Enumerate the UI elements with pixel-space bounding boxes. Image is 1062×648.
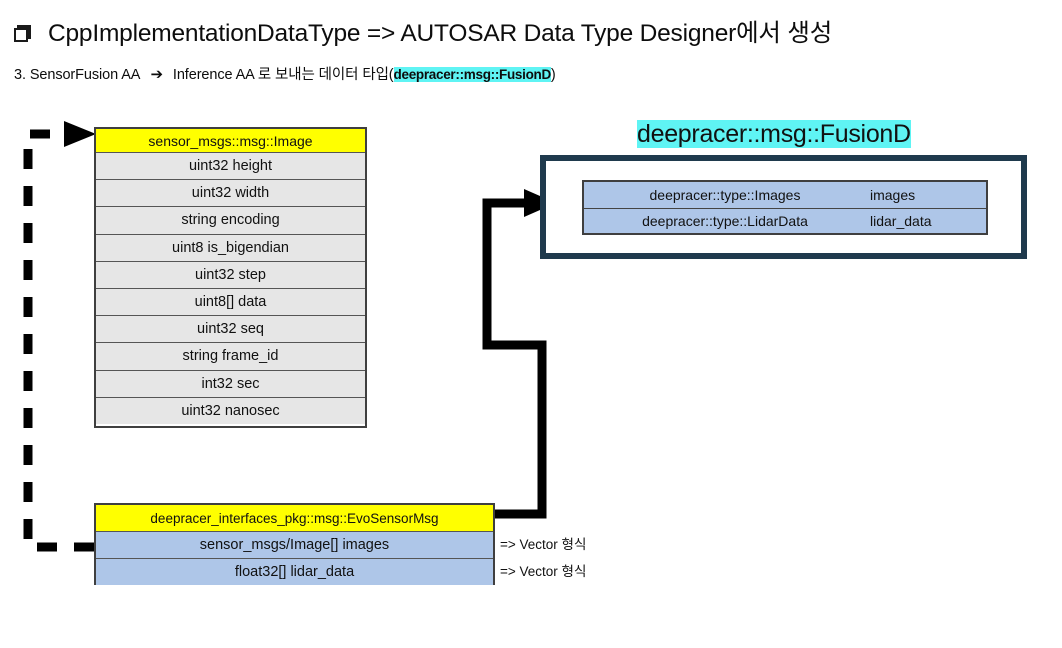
fusiond-row: deepracer::type::LidarData lidar_data bbox=[584, 207, 986, 233]
fusiond-row-type: deepracer::type::Images bbox=[649, 186, 801, 203]
image-field-row: uint8 is_bigendian bbox=[96, 233, 365, 261]
image-field-row: int32 sec bbox=[96, 369, 365, 397]
square-bullet-icon bbox=[14, 25, 31, 42]
fusiond-title: deepracer::msg::FusionD bbox=[637, 120, 911, 149]
subtitle-highlight-type: deepracer::msg::FusionD bbox=[393, 67, 551, 82]
image-field-row: string encoding bbox=[96, 206, 365, 234]
image-field-row: uint32 nanosec bbox=[96, 396, 365, 424]
page-title: CppImplementationDataType => AUTOSAR Dat… bbox=[14, 14, 832, 49]
image-field-row: string frame_id bbox=[96, 342, 365, 370]
subtitle: 3. SensorFusion AA ➔ Inference AA 로 보내는 … bbox=[14, 63, 556, 84]
fusiond-title-text: deepracer::msg::FusionD bbox=[637, 120, 911, 148]
image-field-row: uint32 seq bbox=[96, 315, 365, 343]
page-title-text: CppImplementationDataType => AUTOSAR Dat… bbox=[48, 20, 833, 47]
image-field-row: uint32 step bbox=[96, 260, 365, 288]
vector-note-images: => Vector 형식 bbox=[500, 537, 587, 552]
fusiond-row-field: lidar_data bbox=[870, 212, 932, 229]
image-field-row: uint32 width bbox=[96, 179, 365, 207]
evosensor-field-row: float32[] lidar_data bbox=[96, 558, 493, 585]
evosensor-field-row: sensor_msgs/Image[] images bbox=[96, 531, 493, 558]
evosensor-struct-header: deepracer_interfaces_pkg::msg::EvoSensor… bbox=[96, 505, 493, 531]
subtitle-prefix: 3. SensorFusion AA bbox=[14, 67, 140, 83]
fusiond-row-type: deepracer::type::LidarData bbox=[642, 212, 808, 229]
evosensor-struct-table: deepracer_interfaces_pkg::msg::EvoSensor… bbox=[94, 503, 495, 585]
image-struct-header: sensor_msgs::msg::Image bbox=[96, 129, 365, 152]
image-field-row: uint8[] data bbox=[96, 287, 365, 316]
subtitle-suffix: ) bbox=[550, 67, 556, 83]
fusiond-inner-table: deepracer::type::Images images deepracer… bbox=[582, 180, 988, 235]
subtitle-middle: Inference AA 로 보내는 데이터 타입( bbox=[172, 67, 394, 83]
vector-note-lidar: => Vector 형식 bbox=[500, 564, 587, 579]
fusiond-row-field: images bbox=[870, 186, 916, 203]
image-field-row: uint32 height bbox=[96, 152, 365, 180]
right-arrow-icon: ➔ bbox=[150, 66, 164, 83]
image-struct-table: sensor_msgs::msg::Image uint32 height ui… bbox=[94, 127, 367, 428]
dashed-images-connector bbox=[23, 121, 96, 552]
fusiond-row: deepracer::type::Images images bbox=[584, 182, 986, 208]
